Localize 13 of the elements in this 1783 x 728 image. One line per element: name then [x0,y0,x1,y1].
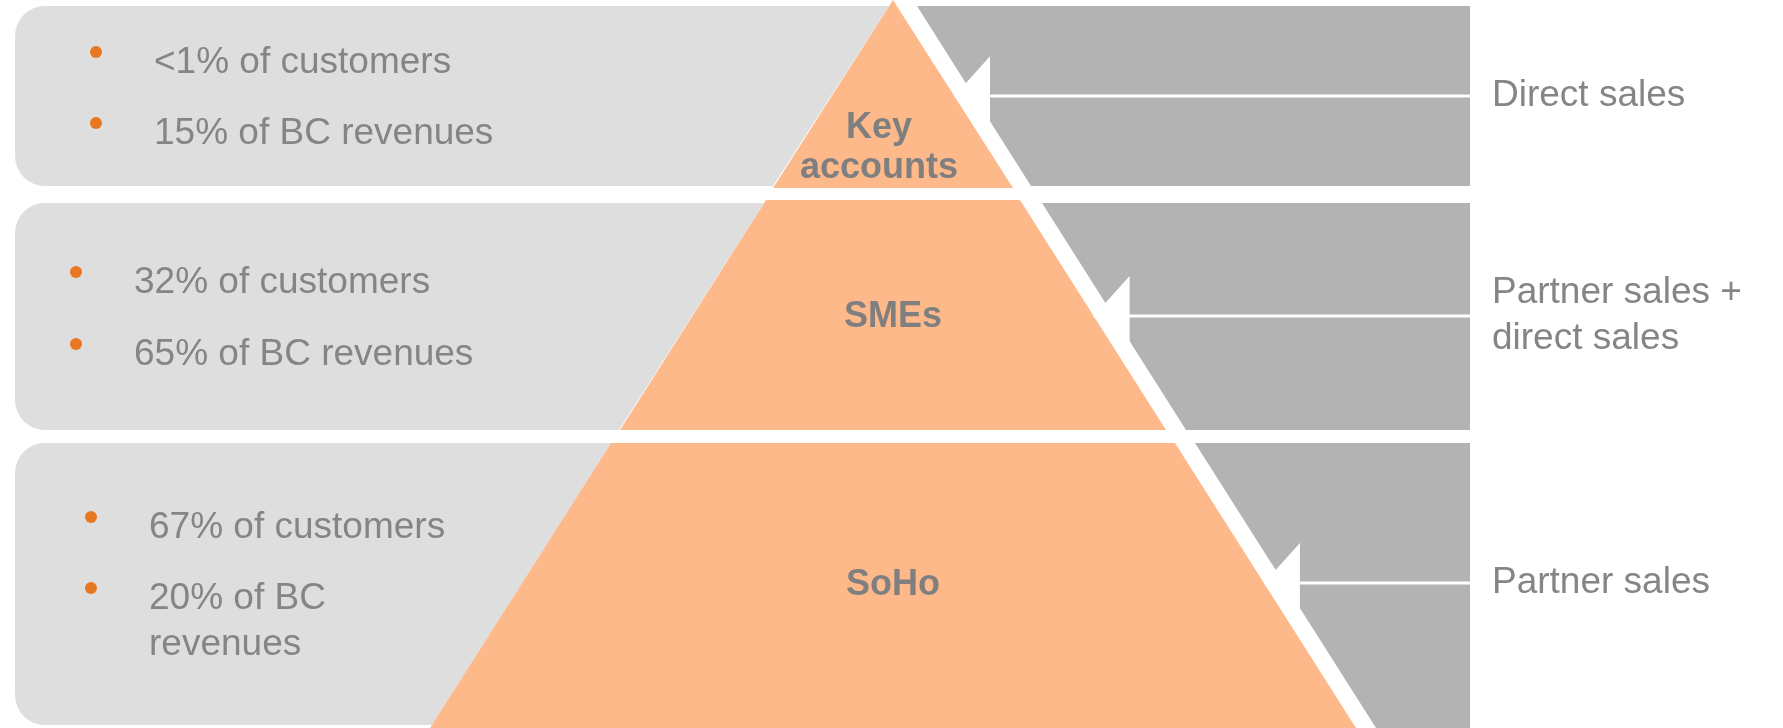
channel-label: Direct sales [1492,71,1772,121]
bullet-text: 32% of customers [134,259,431,304]
bullet-text: 15% of BC revenues [154,110,494,154]
bullet-text: 65% of BC revenues [134,330,474,375]
channel-label: Partner sales + direct sales [1492,268,1772,364]
bullet-text: 20% of BC revenues [149,575,327,665]
segment-panel [15,203,764,430]
channel-label: Partner sales [1492,558,1772,608]
segment-label: SoHo [845,563,941,603]
bullet-text: <1% of customers [154,38,452,83]
bullet-text: 67% of customers [149,504,446,549]
segment-label: Key accounts [798,106,959,186]
segment-label: SMEs [842,295,943,335]
